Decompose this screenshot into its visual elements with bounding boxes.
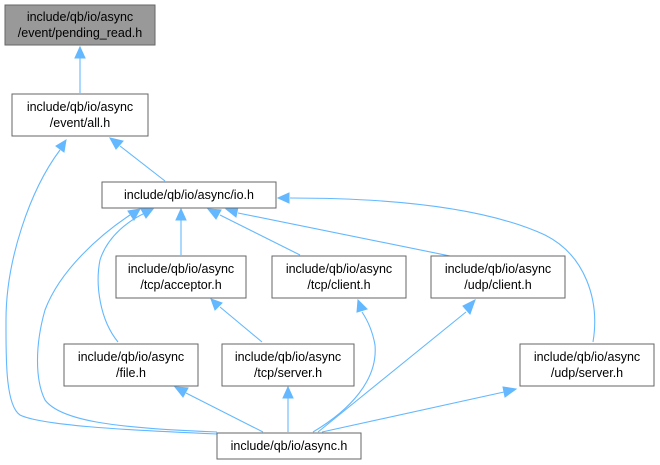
node-udp-client[interactable]: include/qb/io/async /udp/client.h xyxy=(430,255,566,299)
node-udp-client-line1: include/qb/io/async xyxy=(445,262,551,276)
edge-async-to-udp-client xyxy=(317,298,476,433)
edge-async-to-tcp-server xyxy=(282,385,294,432)
node-async[interactable]: include/qb/io/async.h xyxy=(216,432,362,460)
edge-async-to-io xyxy=(36,208,218,433)
node-tcp-acceptor-line1: include/qb/io/async xyxy=(128,262,234,276)
node-event-all-line1: include/qb/io/async xyxy=(27,100,133,114)
edge-tcp-acceptor-to-io xyxy=(175,207,187,255)
node-io[interactable]: include/qb/io/async/io.h xyxy=(101,181,277,209)
edge-tcp-server-to-tcp-acceptor xyxy=(210,298,263,343)
node-udp-server[interactable]: include/qb/io/async /udp/server.h xyxy=(519,343,655,387)
edge-async-to-file xyxy=(173,386,264,433)
node-file[interactable]: include/qb/io/async /file.h xyxy=(63,343,199,387)
node-udp-client-line2: /udp/client.h xyxy=(464,278,531,292)
edge-async-to-udp-server xyxy=(321,386,518,433)
edge-async-to-tcp-client xyxy=(312,298,376,433)
edge-file-to-io xyxy=(97,208,155,343)
edge-tcp-client-to-io xyxy=(206,208,301,256)
edge-io-to-event-all xyxy=(109,137,166,182)
edge-async-to-event-all xyxy=(5,139,218,435)
node-file-line2: /file.h xyxy=(116,366,146,380)
node-tcp-server-line1: include/qb/io/async xyxy=(235,350,341,364)
edge-udp-client-to-io xyxy=(224,206,456,258)
node-event-all[interactable]: include/qb/io/async /event/all.h xyxy=(11,93,149,137)
node-pending-read-line2: /event/pending_read.h xyxy=(18,26,142,40)
edge-udp-server-to-io xyxy=(276,192,596,343)
node-tcp-server[interactable]: include/qb/io/async /tcp/server.h xyxy=(221,343,355,387)
node-file-line1: include/qb/io/async xyxy=(78,350,184,364)
edge-event-all-to-pending-read xyxy=(74,45,86,93)
node-tcp-client-line1: include/qb/io/async xyxy=(286,262,392,276)
node-pending-read[interactable]: include/qb/io/async /event/pending_read.… xyxy=(4,4,156,46)
node-tcp-server-line2: /tcp/server.h xyxy=(254,366,322,380)
node-tcp-acceptor-line2: /tcp/acceptor.h xyxy=(140,278,221,292)
node-udp-server-line1: include/qb/io/async xyxy=(534,350,640,364)
node-tcp-acceptor[interactable]: include/qb/io/async /tcp/acceptor.h xyxy=(115,255,247,299)
node-event-all-line2: /event/all.h xyxy=(50,116,111,130)
node-tcp-client-line2: /tcp/client.h xyxy=(307,278,370,292)
node-pending-read-line1: include/qb/io/async xyxy=(27,10,133,24)
node-udp-server-line2: /udp/server.h xyxy=(551,366,623,380)
node-async-line1: include/qb/io/async.h xyxy=(231,439,348,453)
node-io-line1: include/qb/io/async/io.h xyxy=(124,188,254,202)
node-tcp-client[interactable]: include/qb/io/async /tcp/client.h xyxy=(271,255,407,299)
